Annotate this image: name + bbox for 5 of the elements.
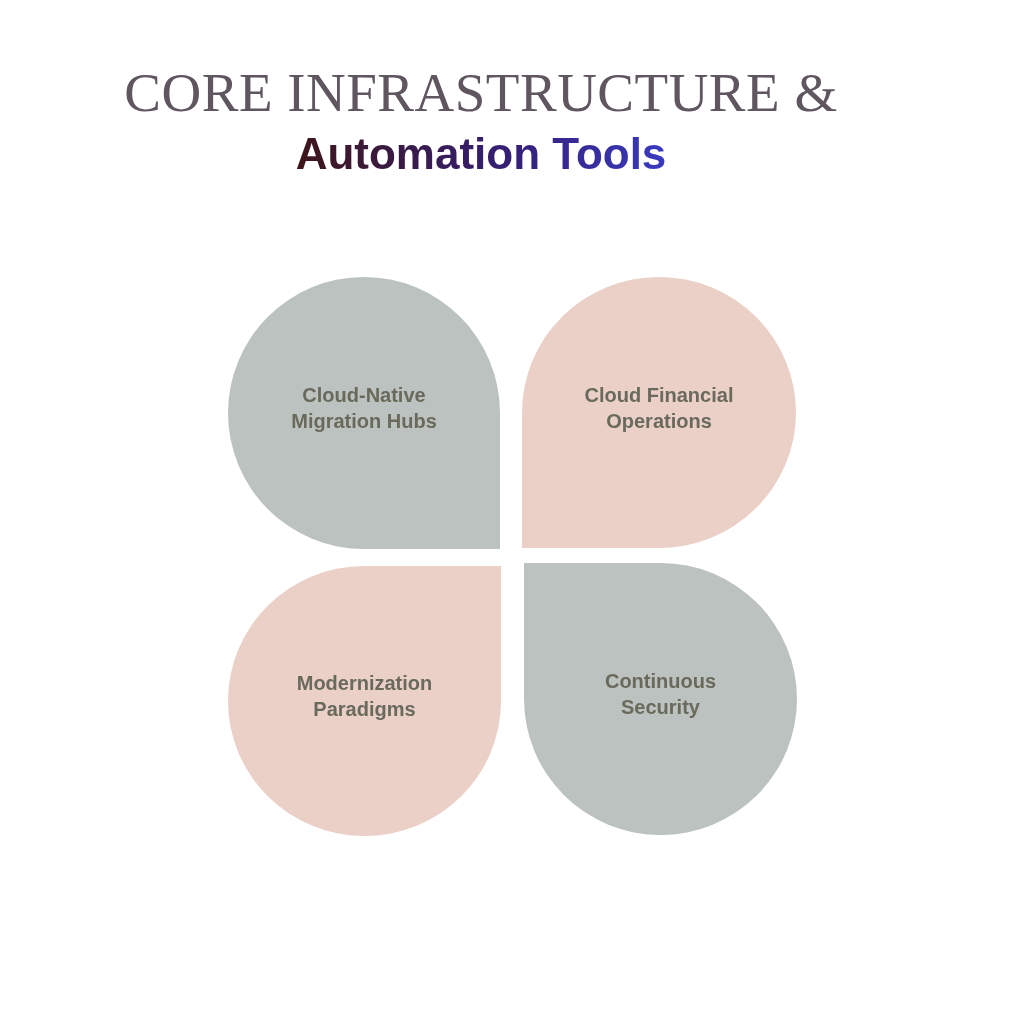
- node-label: Modernization Paradigms: [295, 671, 434, 722]
- node-label: Cloud-Native Migration Hubs: [290, 383, 438, 434]
- node-label: Continuous Security: [603, 669, 718, 720]
- node-label: Cloud Financial Operations: [583, 382, 735, 434]
- title: CORE INFRASTRUCTURE & Automation Tools: [123, 62, 839, 180]
